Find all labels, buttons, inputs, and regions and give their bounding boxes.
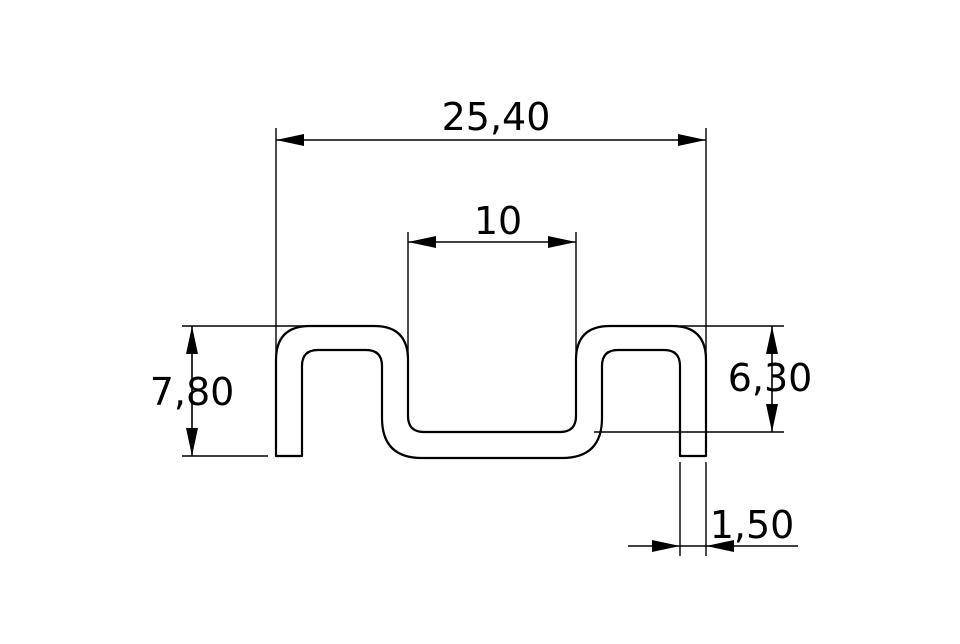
dimension-overall-width: 25,40 [275, 95, 707, 456]
dimension-label-inner-height: 6,30 [728, 356, 813, 400]
arrow-top [766, 326, 778, 354]
dimension-overall-height: 7,80 [150, 325, 304, 457]
arrow-left [652, 540, 680, 552]
dimension-inner-height: 6,30 [594, 325, 813, 433]
profile-outline [274, 324, 708, 460]
dimension-label-overall-height: 7,80 [150, 370, 235, 414]
arrow-right [706, 540, 734, 552]
dimension-label-inner-width: 10 [474, 199, 522, 243]
arrow-left [408, 236, 436, 248]
rail-profile [274, 324, 708, 460]
arrow-left [276, 134, 304, 146]
dimension-thickness: 1,50 [628, 462, 798, 556]
dimension-inner-width: 10 [407, 199, 577, 420]
arrow-right [678, 134, 706, 146]
dimension-label-thickness: 1,50 [710, 503, 795, 547]
arrow-bottom [186, 428, 198, 456]
dimension-label-overall-width: 25,40 [442, 95, 551, 139]
arrow-bottom [766, 404, 778, 432]
arrow-right [548, 236, 576, 248]
arrow-top [186, 326, 198, 354]
